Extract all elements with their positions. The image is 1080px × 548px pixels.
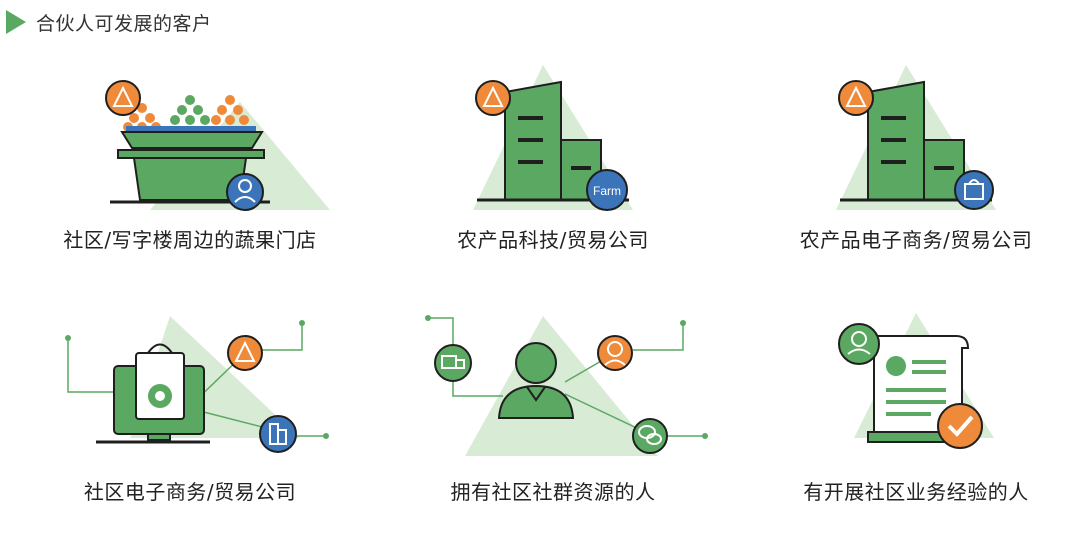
section-title: 合伙人可发展的客户 [36,12,212,35]
farm-badge-text: Farm [593,184,621,198]
agri-company-illustration: Farm [473,65,633,211]
customer-label: 社区/写字楼周边的蔬果门店 [63,228,317,252]
customer-card-community-business-experience: 有开展社区业务经验的人 [756,308,1076,548]
customer-card-fruit-store: 社区/写字楼周边的蔬果门店 [30,50,350,290]
customer-label: 农产品电子商务/贸易公司 [799,228,1033,252]
community-ecommerce-illustration [65,316,329,453]
triangle-marker-icon [6,10,26,34]
customer-card-community-group-owner: 拥有社区社群资源的人 [393,308,713,548]
customer-card-community-ecommerce: 社区电子商务/贸易公司 [30,308,350,548]
business-experience-illustration [838,313,994,449]
agri-ecommerce-illustration [836,65,996,210]
customer-label: 农产品科技/贸易公司 [457,228,649,252]
community-group-illustration [425,315,708,456]
customer-label: 拥有社区社群资源的人 [450,480,656,504]
customer-label: 有开展社区业务经验的人 [803,480,1029,504]
customer-card-agri-tech-company: Farm 农产品科技/贸易公司 [393,50,713,290]
section-header: 合伙人可发展的客户 [6,8,212,36]
fruit-store-illustration [105,80,330,211]
customer-label: 社区电子商务/贸易公司 [83,480,297,504]
customer-card-agri-ecommerce-company: 农产品电子商务/贸易公司 [756,50,1076,290]
